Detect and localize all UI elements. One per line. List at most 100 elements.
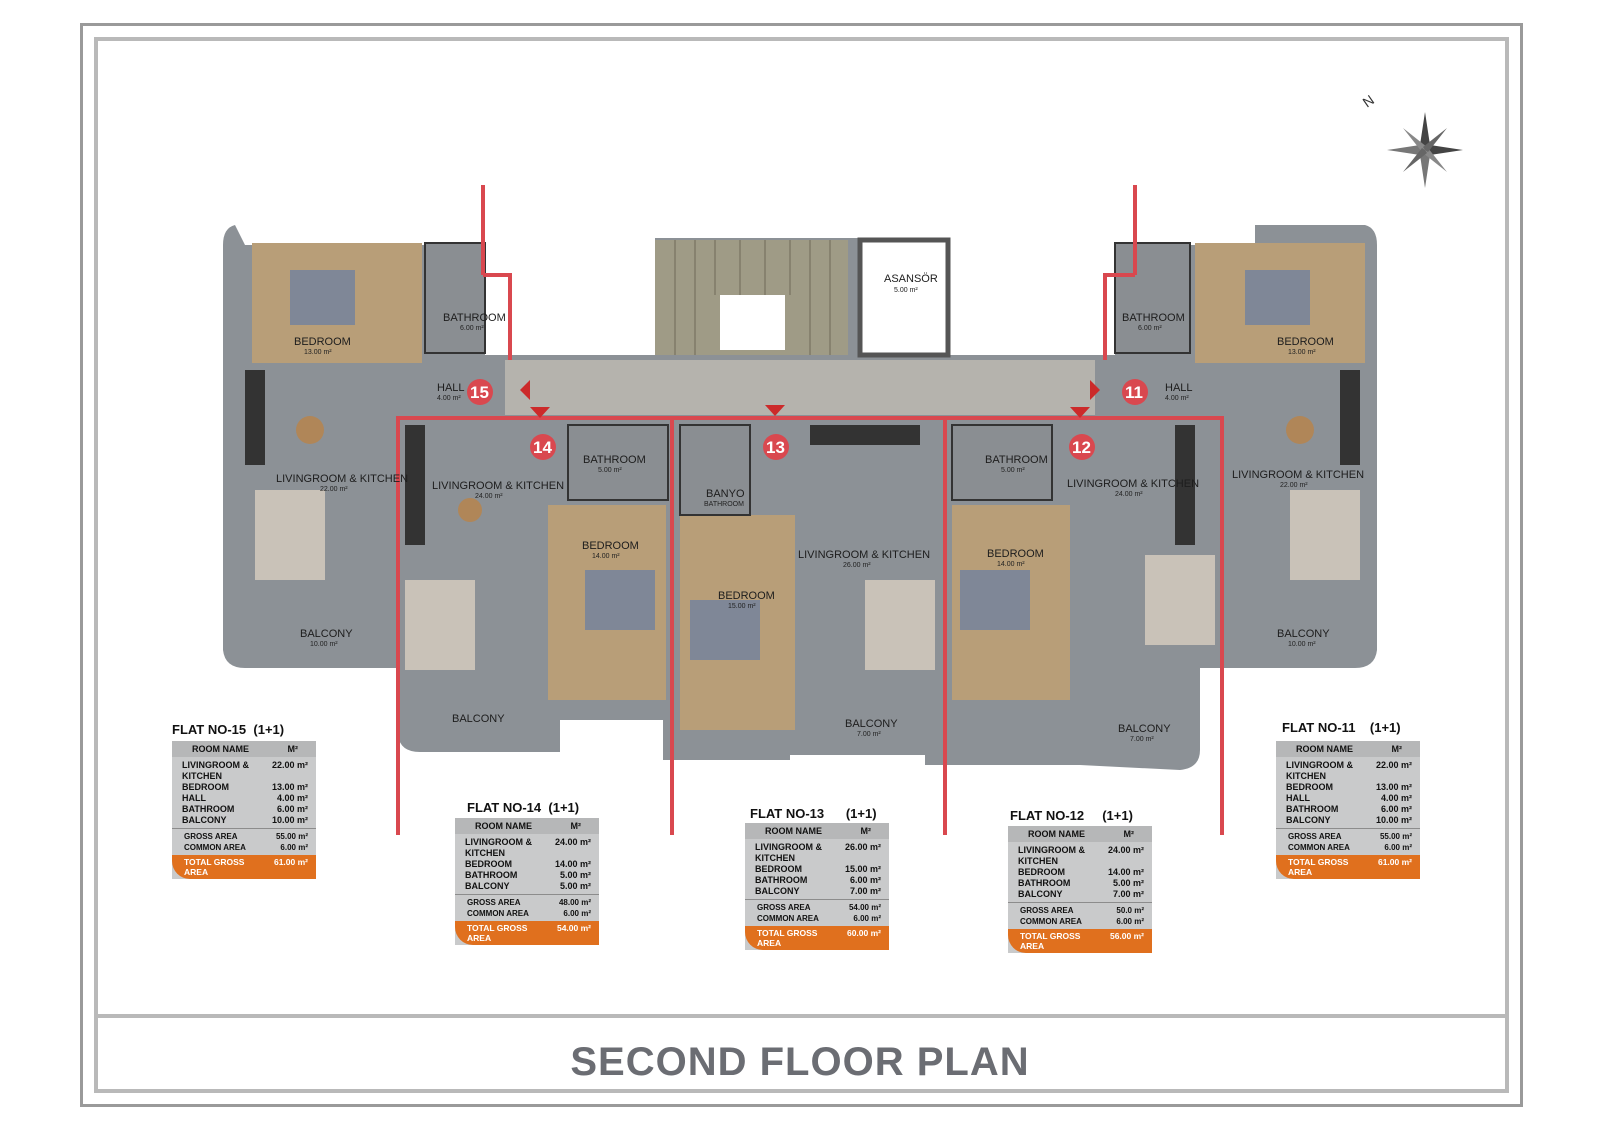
- room-area: 14.00 m²: [997, 561, 1025, 568]
- room-area: 10.00 m²: [1288, 641, 1316, 648]
- room-labels: BEDROOM 13.00 m² BATHROOM 6.00 m² HALL 4…: [276, 312, 1364, 743]
- room-label: LIVINGROOM & KITCHEN: [1232, 469, 1364, 481]
- flat-type-text: (1+1): [1102, 808, 1133, 823]
- compass-north-label: N: [1360, 92, 1377, 111]
- room-label: BALCONY: [300, 628, 353, 640]
- room-area: 10.00 m²: [310, 641, 338, 648]
- room-label: LIVINGROOM & KITCHEN: [432, 480, 564, 492]
- room-area: 6.00 m²: [460, 325, 484, 332]
- room-area: 5.00 m²: [1001, 467, 1025, 474]
- room-label: BATHROOM: [583, 454, 646, 466]
- flat-marker-11-label: 11: [1125, 383, 1143, 402]
- room-label: HALL: [437, 382, 465, 394]
- flat-title-text: FLAT NO-11: [1282, 720, 1356, 735]
- room-area: 7.00 m²: [857, 731, 881, 738]
- room-label: BALCONY: [452, 713, 505, 725]
- flat-type-text: (1+1): [548, 800, 580, 815]
- flat-markers: 15 14 13 12 11: [467, 379, 1148, 460]
- inner-frame: [94, 37, 1509, 1093]
- room-area: BATHROOM: [704, 501, 744, 508]
- flat-13-title: FLAT NO-13 (1+1): [750, 806, 877, 821]
- room-area: 24.00 m²: [1115, 491, 1143, 498]
- room-label: BEDROOM: [294, 336, 351, 348]
- furniture: [245, 270, 1360, 670]
- room-area: 22.00 m²: [320, 486, 348, 493]
- flat-marker-15: [467, 379, 493, 405]
- flat-title-text: FLAT NO-12: [1010, 808, 1085, 823]
- flat-15-title: FLAT NO-15 (1+1): [172, 722, 284, 737]
- flat-marker-15-label: 15: [470, 383, 489, 402]
- room-label: BEDROOM: [987, 548, 1044, 560]
- room-label: BEDROOM: [582, 540, 639, 552]
- room-label: LIVINGROOM & KITCHEN: [798, 549, 930, 561]
- col-room-name: ROOM NAME: [192, 744, 249, 754]
- room-label: LIVINGROOM & KITCHEN: [1067, 478, 1199, 490]
- bathrooms: [424, 242, 1191, 516]
- room-area: 7.00 m²: [1130, 736, 1154, 743]
- stair-void: [720, 295, 785, 350]
- flat-marker-13: [763, 434, 789, 460]
- flat-title-text: FLAT NO-13: [750, 806, 825, 821]
- col-unit: M²: [287, 744, 299, 754]
- room-label: LIVINGROOM & KITCHEN: [276, 473, 408, 485]
- flat-marker-14-label: 14: [533, 438, 552, 457]
- room-label: BATHROOM: [1122, 312, 1185, 324]
- flat-marker-14: [530, 434, 556, 460]
- bedroom-floors: [252, 243, 1365, 730]
- room-label: BEDROOM: [1277, 336, 1334, 348]
- flat-marker-12-label: 12: [1072, 438, 1091, 457]
- title-band: [94, 1014, 1509, 1093]
- room-area: 26.00 m²: [843, 562, 871, 569]
- room-label: BATHROOM: [443, 312, 506, 324]
- flat-marker-13-label: 13: [766, 438, 785, 457]
- room-area: 15.00 m²: [728, 603, 756, 610]
- party-walls: [396, 185, 1224, 835]
- room-label: BEDROOM: [718, 590, 775, 602]
- room-area: 6.00 m²: [1138, 325, 1162, 332]
- room-label: BATHROOM: [985, 454, 1048, 466]
- room-area: 5.00 m²: [598, 467, 622, 474]
- entry-arrows: [520, 380, 1100, 418]
- flat-type-text: (1+1): [253, 722, 285, 737]
- page-title: SECOND FLOOR PLAN: [570, 1040, 1030, 1084]
- room-area: 13.00 m²: [1288, 349, 1316, 356]
- room-area: 14.00 m²: [592, 553, 620, 560]
- flat-11-title: FLAT NO-11 (1+1): [1282, 720, 1401, 735]
- corridor: [505, 360, 1095, 415]
- room-area: 22.00 m²: [1280, 482, 1308, 489]
- elevator-label: ASANSÖR: [884, 273, 938, 285]
